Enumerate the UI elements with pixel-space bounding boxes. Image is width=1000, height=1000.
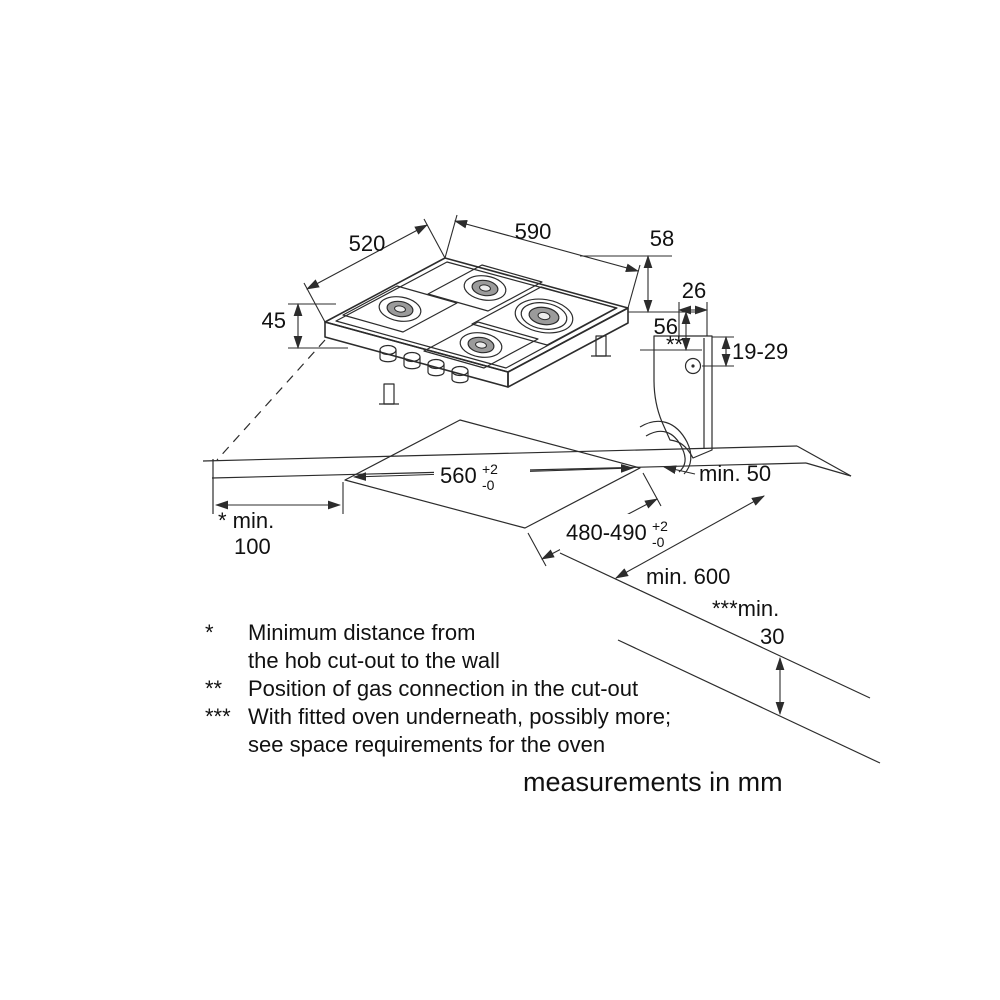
dim-hob-depth-520: 520 <box>303 218 446 323</box>
hob-top-surface <box>324 257 629 373</box>
footnote-2-line-1: Position of gas connection in the cut-ou… <box>248 676 638 701</box>
dim-gas-offset-26: 26 <box>677 278 709 336</box>
dim-side-clearance-min100: * min. 100 <box>214 482 344 559</box>
dim-cutout-width-560: 560 +2 -0 <box>352 461 635 493</box>
cutout-width-label: 560 <box>440 463 477 488</box>
min600-label: min. 600 <box>646 564 730 589</box>
cutout-depth-tol-upper: +2 <box>652 518 668 534</box>
dim-520-label: 520 <box>349 231 386 256</box>
pan-support-left <box>342 285 458 333</box>
footnote-marker-2: ** <box>205 676 223 701</box>
footnote-3-line-1: With fitted oven underneath, possibly mo… <box>248 704 671 729</box>
dimension-line <box>453 219 640 273</box>
burner-center <box>537 311 551 321</box>
control-knobs <box>379 344 469 384</box>
flexible-gas-hose-inner <box>645 430 686 473</box>
gas-connection-hole <box>684 357 702 375</box>
footnote-marker-1: * <box>205 620 214 645</box>
dim-gas-height-19-29: 19-29 <box>702 335 788 368</box>
dim-height-58: 58 <box>580 226 700 314</box>
control-knob-skirt <box>379 350 397 363</box>
extension-line <box>527 532 547 567</box>
burner-middle-ring <box>520 302 568 330</box>
min30-value-label: 30 <box>760 624 784 649</box>
cutout-width-tol-lower: -0 <box>482 477 495 493</box>
dim-590-label: 590 <box>515 219 552 244</box>
burner-right-wok <box>514 298 574 334</box>
control-knob <box>379 344 397 356</box>
control-knob-skirt <box>451 371 469 384</box>
dim-56-label: 56 <box>654 314 678 339</box>
burner-center <box>479 284 491 292</box>
worktop-front-edge <box>559 552 871 699</box>
label-mask <box>434 462 530 488</box>
footnote-1-line-1: Minimum distance from <box>248 620 475 645</box>
min50-label: min. 50 <box>699 461 771 486</box>
pan-support-back <box>427 264 543 312</box>
burner-outer-ring <box>378 296 422 322</box>
dim-hob-width-590: 590 <box>444 214 641 309</box>
hob-front-right-face <box>507 307 629 388</box>
mounting-bracket-left <box>379 383 399 405</box>
hob <box>324 257 629 405</box>
dimension-line <box>615 495 765 579</box>
pan-support-front <box>423 321 539 369</box>
wall-edge-line-upper <box>202 445 798 462</box>
wall-right-corner-upper <box>796 445 852 477</box>
projection-dashed-line <box>216 339 326 461</box>
bracket-body <box>383 383 395 405</box>
burner-center <box>394 305 406 313</box>
dim-cutout-depth-480-490: 480-490 +2 -0 <box>527 472 692 567</box>
dim-rear-clearance-min50: min. 50 <box>662 461 771 486</box>
burner-outer-ring <box>459 332 503 358</box>
wall-right-corner-lower <box>805 462 852 477</box>
dim-clearance-56: 56 ** <box>640 310 702 357</box>
dim-26-label: 26 <box>682 278 706 303</box>
burner-left <box>378 296 422 322</box>
min30-prefix-label: ***min. <box>712 596 779 621</box>
flexible-gas-hose-outer <box>639 420 692 475</box>
control-knob-skirt <box>403 357 421 370</box>
gas-position-marker: ** <box>666 332 684 357</box>
dim-front-clearance-min30: ***min. 30 <box>712 596 784 716</box>
gas-connection-detail <box>639 335 713 475</box>
footnote-1-line-2: the hob cut-out to the wall <box>248 648 500 673</box>
worktop <box>202 339 881 764</box>
burner-back <box>463 275 507 301</box>
footnote-marker-3: *** <box>205 704 231 729</box>
gas-connection-center-dot <box>691 364 695 368</box>
cutout-depth-label: 480-490 <box>566 520 647 545</box>
burner-center <box>475 341 487 349</box>
extension-line <box>423 218 446 259</box>
units-caption: measurements in mm <box>523 767 783 797</box>
min100-value-label: 100 <box>234 534 271 559</box>
cutout-depth-tol-lower: -0 <box>652 534 665 550</box>
dim-58-label: 58 <box>650 226 674 251</box>
mounting-bracket-right <box>591 335 611 357</box>
dim-45-label: 45 <box>262 308 286 333</box>
min100-prefix-label: * min. <box>218 508 274 533</box>
cutout-width-tol-upper: +2 <box>482 461 498 477</box>
pan-support-right-wok <box>471 286 617 346</box>
burner-outer-ring <box>463 275 507 301</box>
footnotes: * Minimum distance from the hob cut-out … <box>205 620 671 757</box>
worktop-cutout-outline <box>344 419 641 529</box>
leader-line <box>662 465 696 475</box>
burner-front <box>459 332 503 358</box>
cutout-cross-section <box>653 335 713 459</box>
dimension-line <box>306 224 428 290</box>
control-knob-skirt <box>427 364 445 377</box>
hob-front-left-face <box>324 321 509 388</box>
extension-line <box>627 264 641 309</box>
dim-19-29-label: 19-29 <box>732 339 788 364</box>
oven-front-edge <box>617 639 881 764</box>
dim-height-45: 45 <box>262 302 348 350</box>
burner-outer-ring <box>514 298 574 334</box>
footnote-3-line-2: see space requirements for the oven <box>248 732 605 757</box>
dim-worktop-depth-min600: min. 600 <box>615 495 765 590</box>
